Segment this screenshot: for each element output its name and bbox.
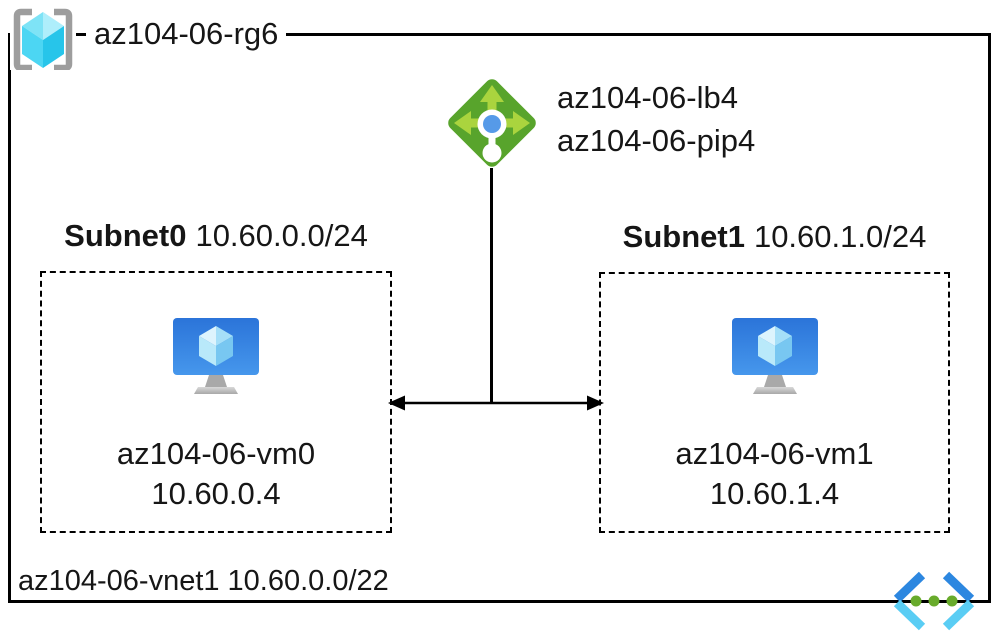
vm0-name: az104-06-vm0 bbox=[116, 436, 316, 471]
virtual-network-icon bbox=[893, 571, 975, 631]
vnet-name: az104-06-vnet1 bbox=[18, 565, 220, 597]
subnet1-border bbox=[599, 272, 950, 533]
vm0-labels: az104-06-vm0 10.60.0.4 bbox=[40, 434, 392, 514]
load-balancer-icon bbox=[448, 79, 536, 167]
subnet0-cidr: 10.60.0.0/24 bbox=[195, 218, 368, 253]
subnet1-name: Subnet1 bbox=[622, 219, 745, 254]
subnet-connection-arrow bbox=[388, 395, 604, 411]
load-balancer-name: az104-06-lb4 bbox=[557, 80, 738, 115]
vm0-icon bbox=[173, 318, 259, 394]
vnet-cidr: 10.60.0.0/22 bbox=[227, 565, 389, 597]
vm1-ip: 10.60.1.4 bbox=[709, 476, 840, 511]
subnet0-border bbox=[40, 271, 392, 533]
vm1-icon bbox=[732, 318, 818, 394]
resource-group-border bbox=[8, 33, 991, 603]
vm1-name: az104-06-vm1 bbox=[675, 436, 874, 471]
subnet0-name: Subnet0 bbox=[64, 218, 187, 253]
vm0-ip: 10.60.0.4 bbox=[151, 476, 281, 511]
resource-group-label: az104-06-rg6 bbox=[86, 15, 287, 52]
load-balancer-labels: az104-06-lb4 az104-06-pip4 bbox=[557, 76, 755, 162]
subnet1-cidr: 10.60.1.0/24 bbox=[753, 219, 927, 254]
vm1-labels: az104-06-vm1 10.60.1.4 bbox=[599, 434, 950, 514]
resource-group-icon bbox=[10, 4, 76, 70]
lb-connector-line bbox=[490, 168, 493, 404]
public-ip-name: az104-06-pip4 bbox=[557, 123, 756, 158]
